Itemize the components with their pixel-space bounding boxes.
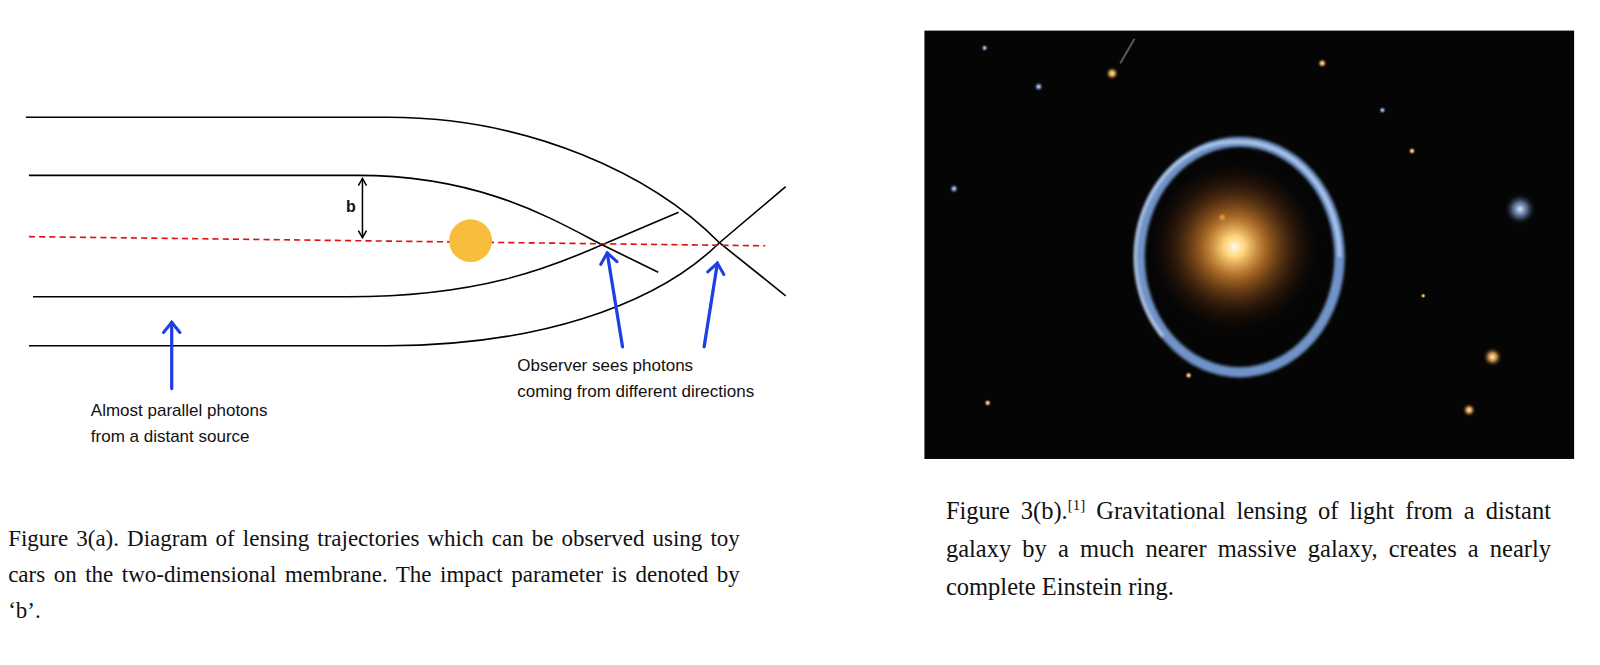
pointer-arrows xyxy=(172,253,718,389)
ring-highlight xyxy=(1135,142,1339,337)
photo-background xyxy=(924,31,1574,459)
star xyxy=(1462,403,1476,417)
star xyxy=(1185,371,1193,379)
star xyxy=(1482,347,1502,367)
einstein-ring-photo xyxy=(924,31,1574,459)
figure-caption: Figure 3(a). Diagram of lensing trajecto… xyxy=(8,521,740,629)
observer-note: Observer sees photonscoming from differe… xyxy=(517,353,754,405)
streak xyxy=(1120,39,1134,63)
star xyxy=(1408,147,1416,155)
star xyxy=(1317,58,1327,68)
figure-caption: Figure 3(b).[1] Gravitational lensing of… xyxy=(946,492,1551,606)
optical-axis xyxy=(29,237,765,246)
caption-text: Figure 3(b). xyxy=(946,497,1068,524)
star xyxy=(1105,66,1119,80)
lens-galaxy xyxy=(1145,157,1325,337)
pointer-arrow xyxy=(704,263,717,347)
photon-path xyxy=(29,175,658,272)
reference-number: [1] xyxy=(1068,497,1086,513)
star xyxy=(981,44,989,52)
star xyxy=(1378,106,1386,114)
source-note: Almost parallel photonsfrom a distant so… xyxy=(91,398,268,450)
star xyxy=(1420,293,1426,299)
photon-paths xyxy=(26,117,786,345)
photon-path xyxy=(26,117,786,295)
photon-path xyxy=(29,187,786,346)
star xyxy=(949,184,959,194)
distant-galaxy xyxy=(1504,193,1537,226)
impact-parameter-label: b xyxy=(346,197,356,217)
impact-parameter-arrow xyxy=(362,178,364,237)
pointer-arrow xyxy=(170,322,173,388)
star xyxy=(1034,82,1044,92)
star xyxy=(984,399,992,407)
photon-path xyxy=(33,212,679,297)
pointer-arrow xyxy=(607,253,622,347)
lens-mass xyxy=(449,219,492,262)
